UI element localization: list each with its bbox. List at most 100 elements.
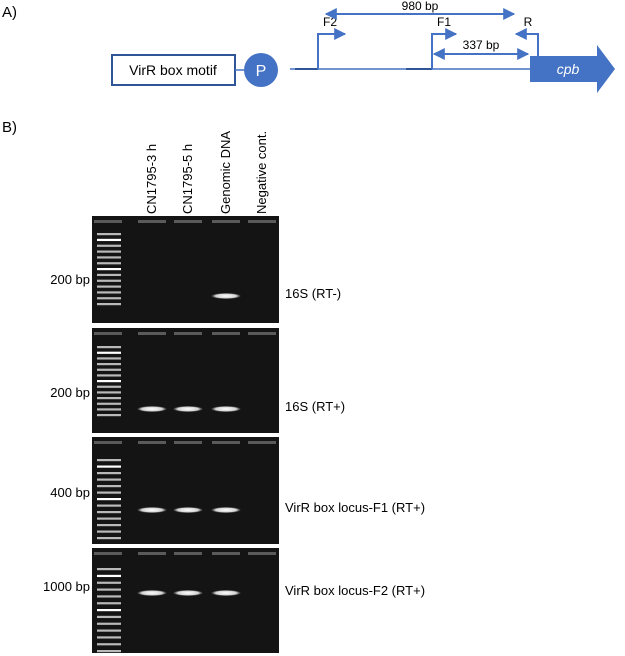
ladder-band [97, 273, 121, 277]
gel-name-label: VirR box locus-F2 (RT+) [285, 583, 425, 598]
ladder-band [97, 581, 121, 584]
ladder-band [97, 414, 121, 417]
span-337-label: 337 bp [463, 38, 500, 52]
ladder-band [97, 268, 121, 271]
sample-band [137, 507, 167, 513]
ladder-band [97, 568, 121, 571]
marker-size-label: 400 bp [50, 485, 90, 500]
ladder-band [97, 408, 121, 411]
gel-background [92, 437, 279, 544]
gel-well [212, 552, 240, 555]
virr-box [111, 54, 236, 86]
ladder-band [97, 615, 121, 619]
ladder-band [97, 357, 121, 360]
gel-well [248, 220, 276, 223]
ladder-band [97, 374, 121, 377]
lane-label: CN1795-3 h [144, 144, 159, 214]
ladder-band [97, 485, 121, 488]
gel-well [174, 332, 202, 335]
ladder-band [97, 622, 121, 625]
marker-size-label: 1000 bp [43, 579, 90, 594]
ladder-band [97, 279, 121, 282]
gel-well [94, 441, 122, 444]
ladder-band [97, 511, 121, 514]
gel-background [92, 216, 279, 323]
gel-well [138, 552, 166, 555]
ladder-band [97, 650, 121, 653]
sample-band [173, 507, 203, 513]
sample-band [173, 406, 203, 412]
panel-a-label: A) [2, 4, 17, 21]
gene-label: cpb [557, 61, 580, 77]
ladder-band [97, 391, 121, 394]
ladder-band [97, 629, 121, 632]
ladder-band [97, 609, 121, 612]
gel-name-label: VirR box locus-F1 (RT+) [285, 500, 425, 515]
ladder-band [97, 285, 121, 288]
sample-band [211, 590, 241, 596]
primer-f1-arrow [431, 28, 458, 69]
gel-well [94, 552, 122, 555]
primer-f2-label: F2 [323, 15, 337, 29]
cpb-gene-arrow [530, 45, 615, 93]
ladder-band [97, 459, 121, 462]
gel-well [212, 332, 240, 335]
ladder-band [97, 517, 121, 520]
ladder-band [97, 244, 121, 247]
gel-well [174, 441, 202, 444]
ladder-band [97, 574, 121, 578]
marker-size-label: 200 bp [50, 385, 90, 400]
ladder-band [97, 530, 121, 533]
gel-well [248, 332, 276, 335]
ladder-band [97, 238, 121, 242]
gel-well [174, 552, 202, 555]
ladder-band [97, 397, 121, 400]
sample-band [211, 293, 241, 299]
ladder-band [97, 385, 121, 388]
lane-label: Genomic DNA [218, 131, 233, 214]
gel-well [248, 552, 276, 555]
ladder-band [97, 595, 121, 598]
sample-band [137, 406, 167, 412]
ladder-band [97, 262, 121, 265]
ladder-band [97, 498, 121, 501]
ladder-band [97, 256, 121, 259]
ladder-band [97, 643, 121, 646]
ladder-band [97, 602, 121, 605]
sample-band [211, 406, 241, 412]
primer-f1-label: F1 [437, 15, 451, 29]
ladder-band [97, 478, 121, 481]
gel-well [138, 332, 166, 335]
gel-background [92, 328, 279, 433]
sample-band [173, 590, 203, 596]
ladder-band [97, 636, 121, 639]
lane-label: Negative cont. [254, 131, 269, 214]
ladder-band [97, 291, 121, 294]
ladder-band [97, 537, 121, 540]
panel-b-label: B) [2, 119, 17, 136]
primer-f2-arrow [317, 28, 347, 69]
ladder-band [97, 351, 121, 354]
gel-panel: 1000 bp VirR box locus-F2 (RT+) [43, 548, 425, 653]
gel-well [138, 220, 166, 223]
gel-well [94, 332, 122, 335]
sample-band [137, 590, 167, 596]
ladder-band [97, 402, 121, 405]
ladder-band [97, 250, 121, 253]
span-980-label: 980 bp [402, 0, 439, 13]
gel-panel: 400 bp VirR box locus-F1 (RT+) [50, 437, 425, 544]
ladder-band [97, 465, 121, 468]
gel-well [212, 220, 240, 223]
ladder-band [97, 472, 121, 475]
ladder-band [97, 297, 121, 300]
ladder-band [97, 504, 121, 507]
gel-name-label: 16S (RT-) [285, 286, 341, 301]
promoter-label: P [256, 63, 267, 80]
gel-well [248, 441, 276, 444]
ladder-band [97, 368, 121, 371]
primer-r-label: R [524, 15, 533, 29]
